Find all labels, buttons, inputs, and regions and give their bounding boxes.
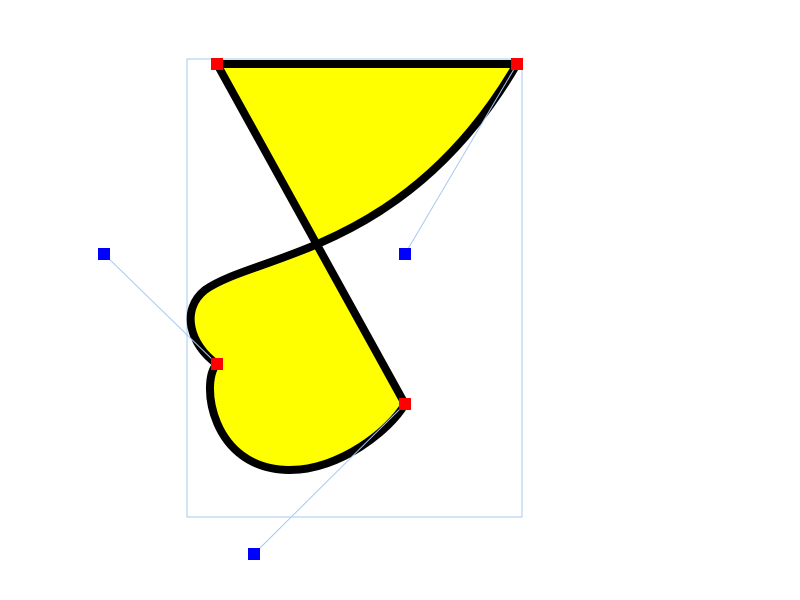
guide-line-left (103, 253, 218, 365)
guide-line-top-right (404, 63, 518, 255)
guide-line-bottom (253, 403, 406, 555)
control-point-square-handle-icon[interactable] (98, 248, 110, 260)
control-point-square-handle-icon[interactable] (399, 248, 411, 260)
anchor-point-square-handle-icon[interactable] (399, 398, 411, 410)
anchor-point-square-handle-icon[interactable] (211, 58, 223, 70)
bezier-shape[interactable] (186, 60, 521, 474)
anchor-point-square-handle-icon[interactable] (211, 358, 223, 370)
anchor-point-square-handle-icon[interactable] (511, 58, 523, 70)
control-point-square-handle-icon[interactable] (248, 548, 260, 560)
selection-bounding-box (186, 58, 523, 518)
